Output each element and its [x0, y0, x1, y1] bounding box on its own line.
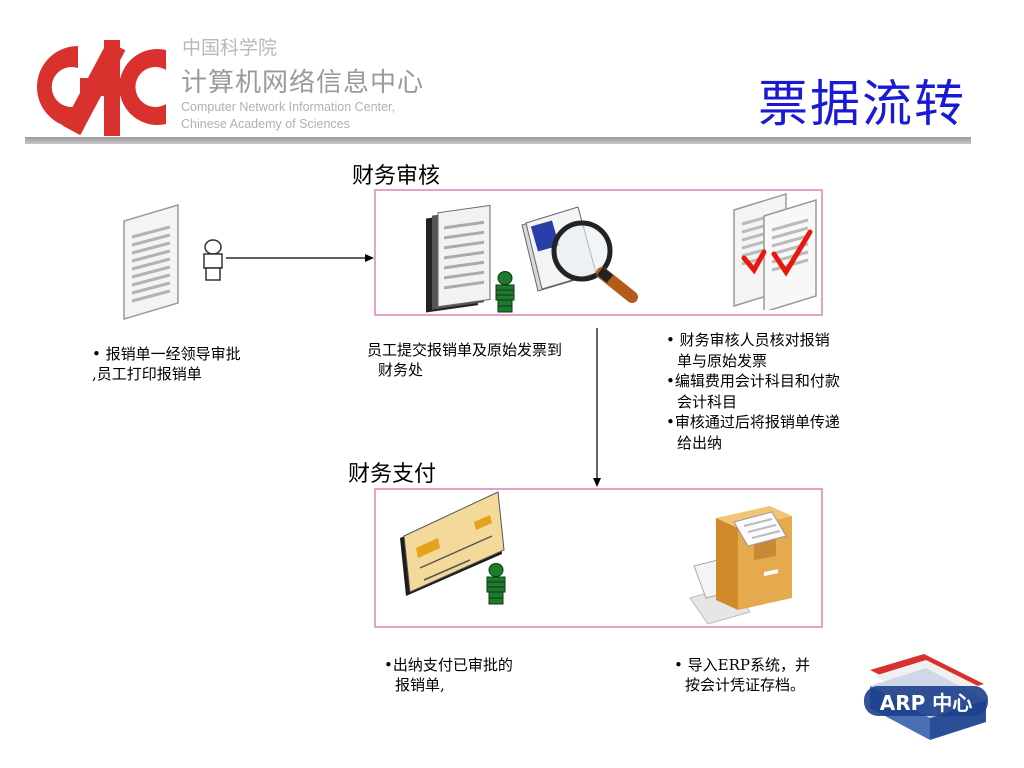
- arp-center-badge: ARP 中心: [864, 650, 990, 746]
- document-stack-icon: [426, 205, 491, 313]
- file-cabinet-icon: [689, 506, 792, 624]
- org-name-small: 中国科学院: [182, 37, 278, 59]
- note-line: 财务处: [378, 361, 424, 379]
- org-name-large: 计算机网络信息中心: [181, 68, 425, 98]
- note-line: • 导入ERP系统，并: [674, 656, 810, 674]
- checked-documents-icon: [733, 192, 817, 310]
- note-line: 给出纳: [677, 433, 723, 452]
- note-line: •出纳支付已审批的: [384, 656, 513, 674]
- magnifier-inspect-icon: [521, 206, 638, 303]
- note-leader-approval: • 报销单一经领导审批 ,员工打印报销单: [92, 344, 241, 384]
- note-line: 员工提交报销单及原始发票到: [367, 341, 563, 359]
- cashier-person-icon: [486, 563, 506, 605]
- org-name-english-2: Chinese Academy of Sciences: [181, 117, 350, 131]
- header-divider: [25, 137, 971, 144]
- note-line: •编辑费用会计科目和付款: [666, 372, 840, 390]
- note-cashier-payment: •出纳支付已审批的 报销单,: [384, 655, 513, 695]
- note-erp-archive: • 导入ERP系统，并 按会计凭证存档。: [674, 655, 810, 695]
- report-document-icon: [123, 203, 179, 321]
- employee-person-icon: [203, 239, 223, 281]
- page-title: 票据流转: [758, 75, 966, 133]
- audit-section-title: 财务审核: [352, 164, 441, 189]
- note-line: ,员工打印报销单: [92, 365, 202, 383]
- note-audit-steps: • 财务审核人员核对报销 单与原始发票 •编辑费用会计科目和付款 会计科目 •审…: [666, 330, 840, 453]
- check-card-icon: [400, 491, 505, 596]
- arp-label: ARP 中心: [880, 691, 973, 715]
- note-line: 单与原始发票: [677, 351, 768, 370]
- arp-folder-icon: ARP 中心: [864, 654, 988, 740]
- org-name-english-1: Computer Network Information Center,: [181, 100, 395, 114]
- auditor-person-icon: [495, 271, 515, 313]
- note-line: • 财务审核人员核对报销: [666, 331, 830, 349]
- note-line: •审核通过后将报销单传递: [666, 413, 840, 431]
- note-line: 按会计凭证存档。: [685, 676, 806, 694]
- cnic-logo-icon: [36, 40, 166, 136]
- note-line: • 报销单一经领导审批: [92, 345, 241, 363]
- note-line: 会计科目: [677, 392, 738, 411]
- note-submit-invoices: 员工提交报销单及原始发票到 财务处: [367, 340, 562, 380]
- note-line: 报销单,: [395, 676, 445, 694]
- payment-section-title: 财务支付: [348, 462, 437, 487]
